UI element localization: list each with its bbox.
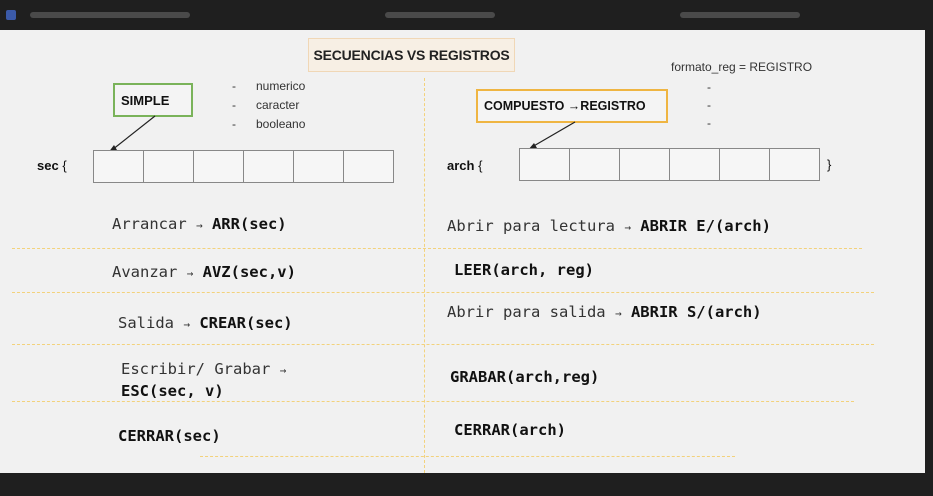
field-dash: -: [707, 98, 711, 112]
cell: [670, 149, 720, 180]
row-divider: [12, 248, 862, 249]
app-icon[interactable]: [6, 10, 16, 20]
row-divider: [200, 456, 735, 457]
right-op-abrir-lectura: Abrir para lectura → ABRIR E/(arch): [447, 217, 771, 235]
toolbar-text-blur: [30, 12, 190, 18]
cell: [620, 149, 670, 180]
sec-label: sec {: [37, 158, 67, 173]
center-divider: [424, 78, 425, 473]
left-op-avanzar: Avanzar → AVZ(sec,v): [112, 263, 296, 281]
cell: [570, 149, 620, 180]
cell: [244, 151, 294, 182]
cell: [94, 151, 144, 182]
simple-type-box: SIMPLE: [113, 83, 193, 117]
cell: [144, 151, 194, 182]
left-op-salida: Salida → CREAR(sec): [118, 314, 293, 332]
arch-brace-close: }: [827, 157, 832, 172]
slide-title: SECUENCIAS VS REGISTROS: [308, 38, 515, 72]
bottom-bar: [0, 473, 933, 496]
simple-types-list: -numerico -caracter -booleano: [232, 79, 305, 136]
arch-cells: [519, 148, 820, 181]
cell: [720, 149, 770, 180]
type-item: -numerico: [232, 79, 306, 93]
right-op-cerrar: CERRAR(arch): [454, 421, 566, 439]
left-op-arrancar: Arrancar → ARR(sec): [112, 215, 287, 233]
register-fields: - - -: [707, 78, 711, 132]
cell: [344, 151, 393, 182]
right-op-grabar: GRABAR(arch,reg): [450, 368, 600, 386]
toolbar-controls-blur[interactable]: [385, 12, 495, 18]
type-item: -booleano: [232, 117, 306, 131]
left-op-escribir: Escribir/ Grabar → ESC(sec, v): [121, 360, 287, 400]
cell: [294, 151, 344, 182]
row-divider: [12, 401, 854, 402]
simple-pointer-arrow: [108, 115, 156, 153]
cell: [520, 149, 570, 180]
slide-canvas: SECUENCIAS VS REGISTROS SIMPLE -numerico…: [0, 30, 925, 473]
left-op-cerrar: CERRAR(sec): [118, 427, 221, 445]
row-divider: [12, 292, 874, 293]
right-op-leer: LEER(arch, reg): [454, 261, 594, 279]
right-op-abrir-salida: Abrir para salida → ABRIR S/(arch): [447, 303, 762, 321]
window-controls-blur[interactable]: [680, 12, 800, 18]
format-note: formato_reg = REGISTRO: [671, 60, 813, 74]
arch-label: arch {: [447, 158, 483, 173]
top-toolbar: [0, 0, 933, 30]
row-divider: [12, 344, 874, 345]
type-item: -caracter: [232, 98, 300, 112]
cell: [194, 151, 244, 182]
field-dash: -: [707, 80, 711, 94]
sec-cells: [93, 150, 394, 183]
compuesto-type-box: COMPUESTO →REGISTRO: [476, 89, 668, 123]
field-dash: -: [707, 116, 711, 130]
cell: [770, 149, 819, 180]
